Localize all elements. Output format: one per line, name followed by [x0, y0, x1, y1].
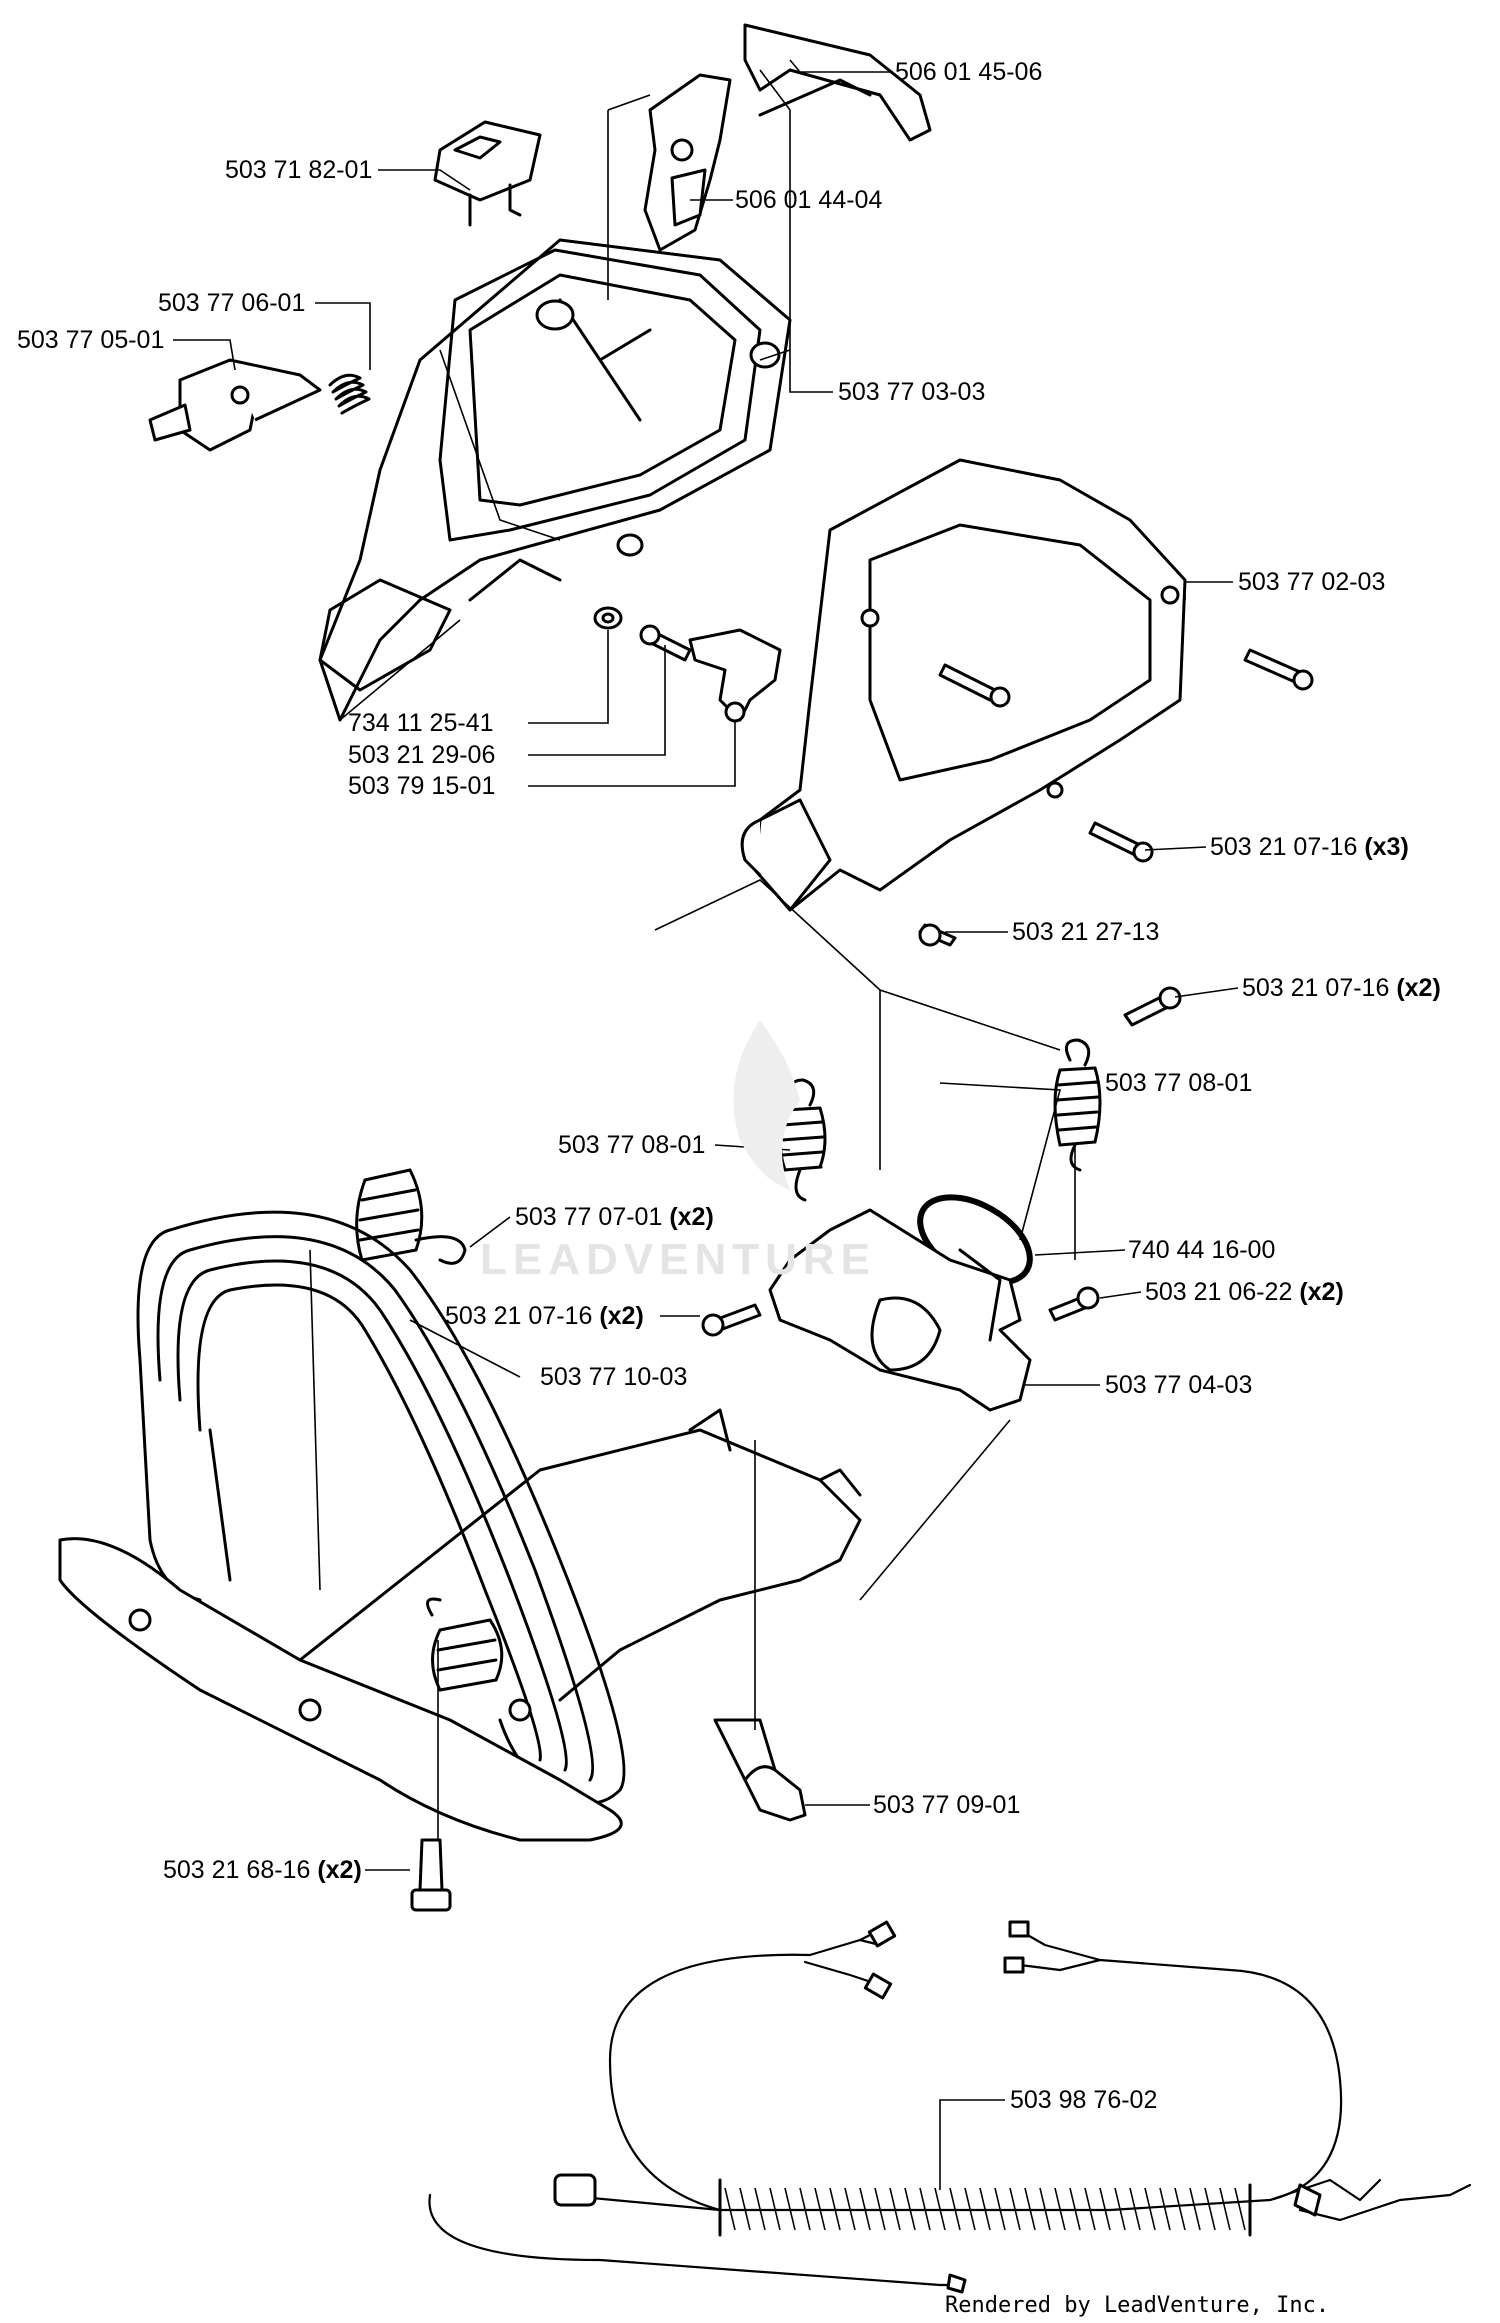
part-label: 503 98 76-02 — [1010, 2086, 1158, 2114]
cover-screws — [918, 648, 1314, 947]
part-label: 503 77 07-01 (x2) — [515, 1203, 714, 1231]
rear-handle-housing — [318, 238, 792, 722]
av-bracket — [768, 1208, 1032, 1412]
part-label: 503 21 07-16 (x2) — [1242, 974, 1441, 1002]
part-label: 503 21 29-06 — [348, 741, 496, 769]
upper-screw — [1123, 986, 1182, 1027]
part-label: 506 01 44-04 — [735, 186, 883, 214]
throttle-spring-clip — [743, 23, 932, 142]
part-label: 506 01 45-06 — [895, 58, 1043, 86]
front-handle — [58, 1210, 862, 1842]
watermark-logo-icon — [733, 1020, 800, 1190]
part-label: 503 21 07-16 (x2) — [445, 1302, 644, 1330]
throttle-trigger — [643, 73, 732, 252]
av-spring-handle-top — [355, 1168, 467, 1265]
watermark-text: LEADVENTURE — [480, 1235, 877, 1284]
credit-text: Rendered by LeadVenture, Inc. — [945, 2293, 1330, 2318]
bracket-screws — [701, 1286, 1100, 1337]
wiring-harness — [428, 1920, 1472, 2294]
lockout-spring — [328, 373, 371, 415]
part-label: 734 11 25-41 — [348, 709, 494, 737]
screw — [639, 624, 692, 662]
part-label: 503 77 10-03 — [540, 1363, 688, 1391]
part-label: 503 71 82-01 — [225, 156, 373, 184]
part-label: 503 21 06-22 (x2) — [1145, 1278, 1344, 1306]
part-label: 503 77 03-03 — [838, 378, 986, 406]
part-label: 503 77 06-01 — [158, 289, 306, 317]
part-label: 503 79 15-01 — [348, 772, 496, 800]
washer — [593, 606, 623, 630]
part-label: 503 21 07-16 (x3) — [1210, 833, 1409, 861]
part-label: 503 21 68-16 (x2) — [163, 1856, 362, 1884]
throttle-lockout — [148, 358, 322, 452]
av-spring-right — [1053, 1038, 1102, 1172]
choke-lever — [688, 628, 782, 723]
part-label: 503 77 08-01 — [558, 1131, 706, 1159]
part-label: 503 77 02-03 — [1238, 568, 1386, 596]
part-label: 503 77 09-01 — [873, 1791, 1021, 1819]
stop-switch — [433, 120, 542, 227]
part-label: 503 21 27-13 — [1012, 918, 1160, 946]
part-label: 503 77 04-03 — [1105, 1371, 1253, 1399]
handle-screw — [410, 1838, 452, 1912]
part-label: 740 44 16-00 — [1128, 1236, 1276, 1264]
part-label: 503 77 08-01 — [1105, 1069, 1253, 1097]
cable-clip — [713, 1718, 807, 1822]
leader-lines — [173, 59, 1239, 2190]
part-label: 503 77 05-01 — [17, 326, 165, 354]
